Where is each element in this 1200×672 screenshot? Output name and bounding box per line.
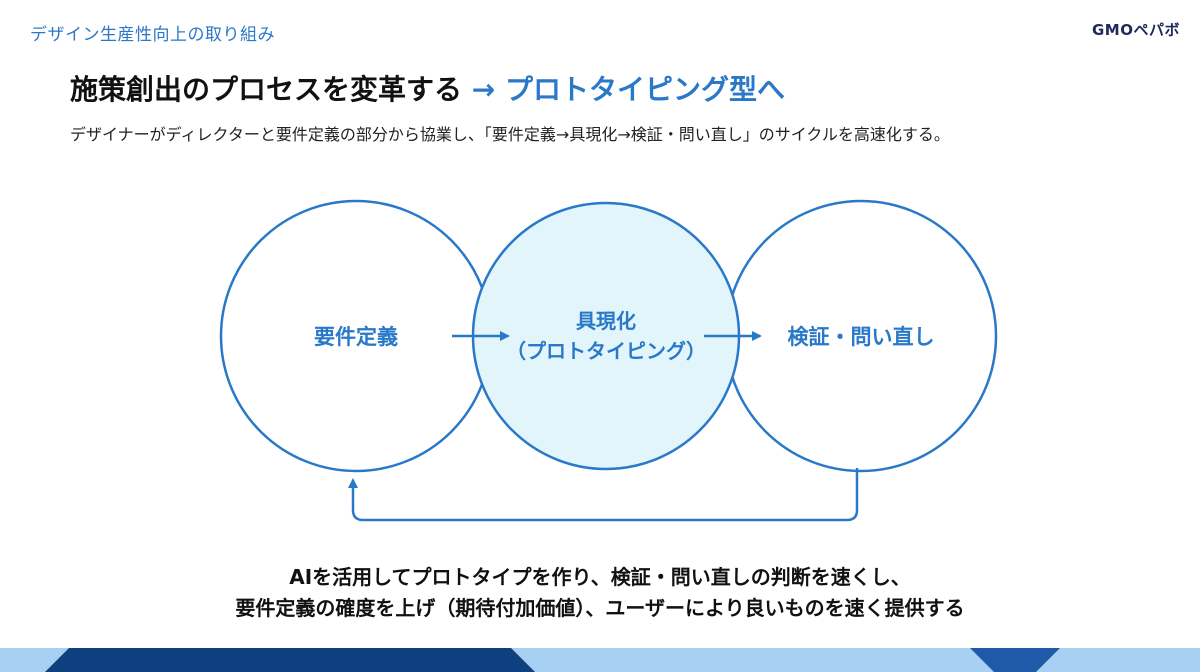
circle-label-implementation: 具現化 （プロトタイピング） (506, 306, 706, 366)
summary-text: AIを活用してプロトタイプを作り、検証・問い直しの判断を速くし、 要件定義の確度… (0, 562, 1200, 624)
headline: 施策創出のプロセスを変革する → プロトタイピング型へ (70, 68, 785, 108)
summary-line-1: AIを活用してプロトタイプを作り、検証・問い直しの判断を速くし、 (289, 565, 911, 589)
arrow-loop-back (348, 468, 859, 522)
lead-text: デザイナーがディレクターと要件定義の部分から協業し、「要件定義→具現化→検証・問… (70, 125, 950, 144)
brand-logo: GMOペパボ (1092, 21, 1180, 39)
circle-label-requirements: 要件定義 (314, 325, 398, 349)
circle-label-implementation-line1: 具現化 (576, 309, 636, 333)
footer-accent-left (45, 648, 535, 672)
circle-label-verify: 検証・問い直し (787, 325, 935, 349)
headline-main: 施策創出のプロセスを変革する (70, 73, 463, 106)
headline-arrow-icon: → (471, 73, 496, 106)
section-label: デザイン生産性向上の取り組み (30, 25, 275, 45)
circle-label-implementation-line2: （プロトタイピング） (506, 339, 706, 363)
headline-accent: プロトタイピング型へ (504, 73, 785, 106)
summary-line-2: 要件定義の確度を上げ（期待付加価値）、ユーザーにより良いものを速く提供する (235, 596, 965, 620)
